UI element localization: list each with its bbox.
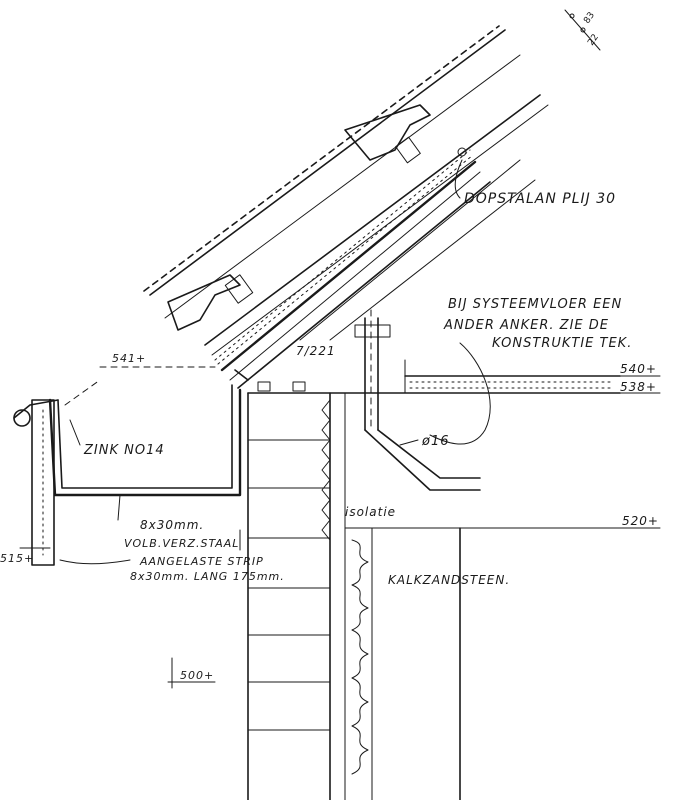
level-538: 538+ [620,380,657,394]
level-500: 500+ [180,669,214,682]
level-541: 541+ [112,352,146,365]
top-dimension: 83 22 [564,9,601,51]
system-floor-line2: ANDER ANKER. ZIE DE [443,318,609,333]
roof-insulation-hatch [214,149,474,365]
level-520: 520+ [622,514,659,528]
level-500-mark: 500+ [167,657,216,689]
strip2-line1: AANGELASTE STRIP [139,555,264,568]
zink-label: ZINK NO14 [83,443,165,458]
strip-line2: VOLB.VERZ.STAAL [124,537,239,550]
cavity-insulation: KALKZANDSTEEN. [344,527,510,800]
wall: isolatie [247,381,396,800]
isolatie-label: isolatie [345,505,396,519]
strip-labels: 8x30mm. VOLB.VERZ.STAAL AANGELASTE STRIP… [59,494,285,583]
strip2-line2: 8x30mm. LANG 175mm. [130,570,285,583]
roof-construction [143,25,549,389]
dim-83: 83 [582,11,597,26]
level-540: 540+ [620,362,657,376]
level-541-mark: 541+ [99,352,216,368]
system-floor-line1: BIJ SYSTEEMVLOER EEN [448,297,622,312]
floor-slab: 540+ 538+ [247,359,661,394]
system-floor-line3: KONSTRUKTIE TEK. [492,336,632,351]
strip-line1: 8x30mm. [140,518,204,532]
anchor-column: ø16 [354,309,481,491]
level-515: 515+ [0,552,34,565]
roof-tile-text: DOPSTALAN PLIJ 30 [464,191,616,207]
kalkzandsteen-label: KALKZANDSTEEN. [388,573,510,587]
slope-label: 7/221 [296,344,336,358]
system-floor-note: BIJ SYSTEEMVLOER EEN ANDER ANKER. ZIE DE… [429,297,632,445]
gutter: ZINK NO14 [13,369,249,566]
anchor-label: ø16 [421,434,450,449]
roof-tile-label: DOPSTALAN PLIJ 30 [454,159,616,207]
dim-22: 22 [586,33,601,48]
level-520-mark: 520+ [459,514,661,529]
level-515-mark: 515+ [0,547,51,565]
